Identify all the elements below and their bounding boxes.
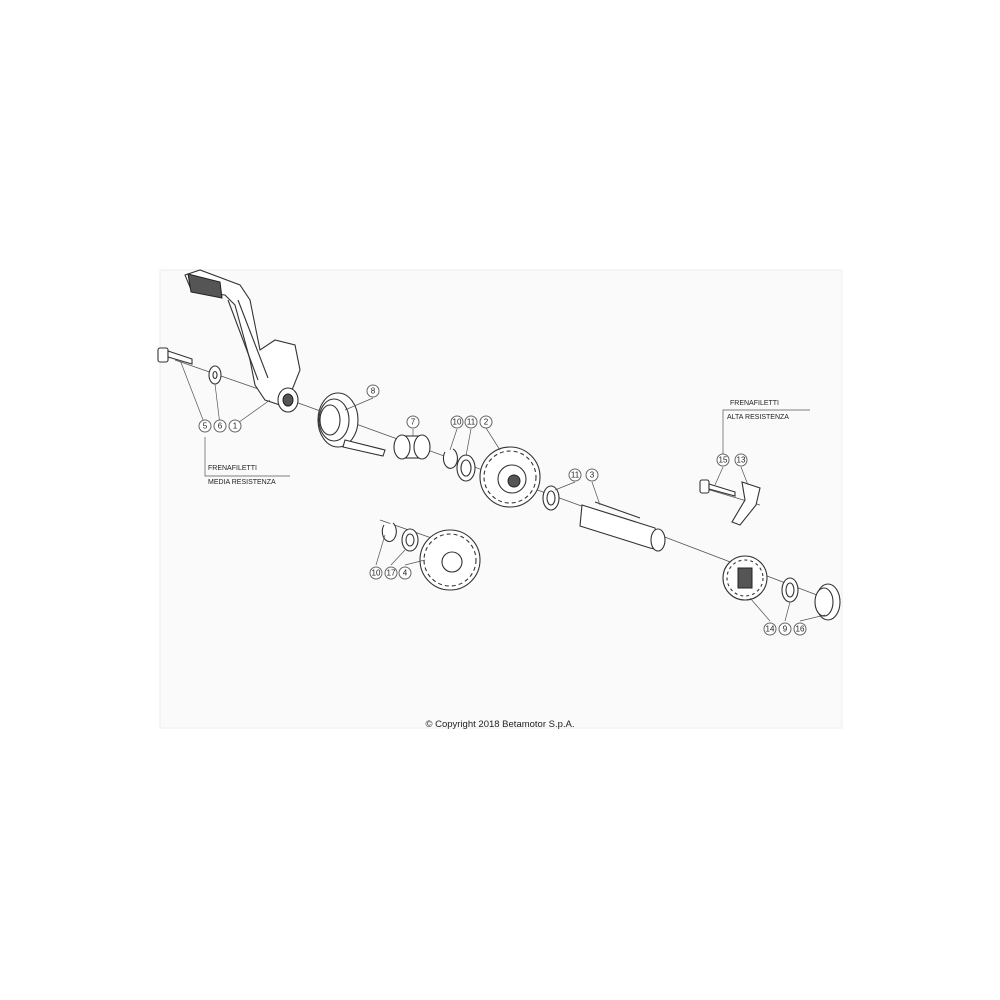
spring-ring [814, 583, 841, 621]
svg-text:4: 4 [403, 569, 408, 578]
svg-text:3: 3 [590, 471, 595, 480]
note-right-line1: FRENAFILETTI [730, 400, 779, 407]
callout-7: 7 [406, 415, 420, 429]
note-left: FRENAFILETTI MEDIA RESISTENZA [208, 465, 276, 486]
svg-text:13: 13 [737, 456, 746, 465]
gear-4 [419, 529, 481, 591]
svg-text:5: 5 [203, 422, 208, 431]
callout-3: 3 [585, 468, 599, 482]
callout-17: 17 [384, 566, 398, 580]
svg-text:6: 6 [218, 422, 223, 431]
screw-15 [699, 479, 736, 497]
note-left-line2: MEDIA RESISTENZA [208, 479, 276, 486]
svg-text:11: 11 [467, 418, 476, 427]
callout-2: 2 [479, 415, 493, 429]
idler-gear [479, 446, 541, 508]
shim-lower-hole [546, 490, 556, 506]
svg-text:17: 17 [387, 569, 396, 578]
shim-upper-hole [460, 459, 472, 477]
kick-starter-lever [184, 269, 301, 413]
circlip-lower [381, 522, 397, 543]
callout-5: 5 [198, 419, 212, 433]
svg-text:11: 11 [571, 471, 580, 480]
svg-text:16: 16 [796, 625, 805, 634]
callout-1: 1 [228, 419, 242, 433]
kick-starter-shaft [579, 501, 666, 552]
callout-11-lower: 11 [568, 468, 582, 482]
washer-17-hole [405, 533, 415, 547]
svg-text:9: 9 [783, 625, 788, 634]
callout-8: 8 [366, 384, 380, 398]
washer-9-hole [785, 582, 795, 598]
ratchet-gear [722, 555, 768, 601]
svg-text:7: 7 [411, 418, 416, 427]
svg-text:14: 14 [766, 625, 775, 634]
callout-11-upper: 11 [464, 415, 478, 429]
note-left-line1: FRENAFILETTI [208, 465, 257, 472]
callout-10-lower: 10 [369, 566, 383, 580]
callout-13: 13 [734, 453, 748, 467]
svg-text:15: 15 [719, 456, 728, 465]
callout-15: 15 [716, 453, 730, 467]
callout-9: 9 [778, 622, 792, 636]
svg-text:2: 2 [484, 418, 489, 427]
bolt-5 [157, 347, 193, 365]
svg-text:1: 1 [233, 422, 238, 431]
ratchet-guide [731, 481, 761, 526]
leader-lines [179, 359, 826, 622]
svg-text:8: 8 [371, 387, 376, 396]
callout-16: 16 [793, 622, 807, 636]
callout-6: 6 [213, 419, 227, 433]
note-right: FRENAFILETTI ALTA RESISTENZA [727, 400, 789, 421]
washer-6-hole [212, 370, 218, 380]
copyright-notice: © Copyright 2018 Betamotor S.p.A. [425, 719, 575, 730]
callout-10-upper: 10 [450, 415, 464, 429]
svg-text:10: 10 [453, 418, 462, 427]
callout-4: 4 [398, 566, 412, 580]
return-spring [317, 392, 386, 457]
bushing [393, 434, 431, 460]
svg-text:10: 10 [372, 569, 381, 578]
circlip-upper [442, 448, 458, 469]
callout-14: 14 [763, 622, 777, 636]
note-right-line2: ALTA RESISTENZA [727, 414, 789, 421]
